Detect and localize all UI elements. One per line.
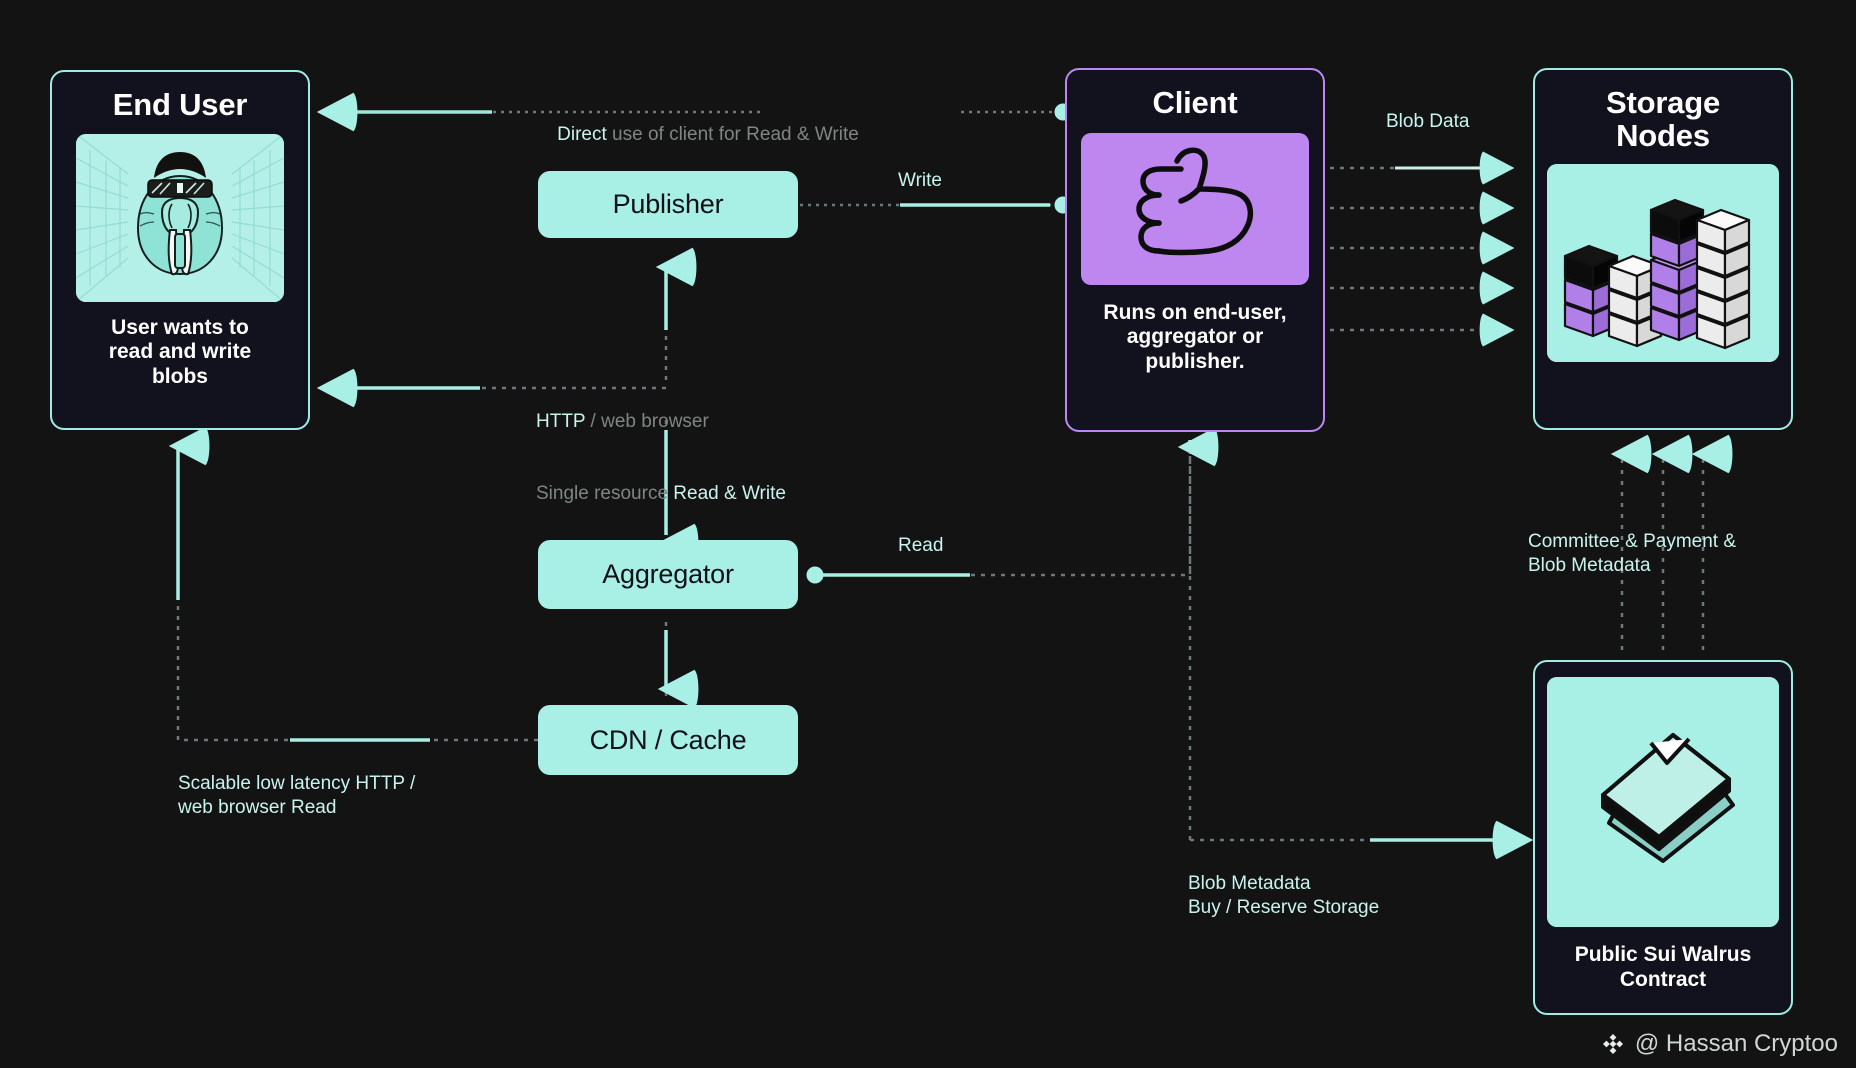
label-direct-strong: Direct [557,124,607,146]
cdn-cache-label: CDN / Cache [589,724,747,755]
card-end-user[interactable]: End User [50,70,310,430]
walrus-avatar-icon [76,133,284,302]
label-committee-payment: Committee & Payment & Blob Metadata [1528,531,1737,577]
label-direct-use: Direct use of client for Read & Write [536,102,859,169]
card-storage-nodes[interactable]: Storage Nodes [1533,68,1793,430]
contract-caption: Public Sui Walrus Contract [1574,943,1752,991]
label-read-write: Read & Write [673,483,786,505]
client-title: Client [1152,85,1238,120]
label-http-line1: HTTP / web browser [536,411,786,433]
node-cdn-cache[interactable]: CDN / Cache [538,705,798,775]
label-scalable-low-latency: Scalable low latency HTTP / web browser … [178,773,416,819]
card-client[interactable]: Client Runs on end-user, aggregator or p… [1065,68,1325,432]
label-http-strong: HTTP [536,411,586,433]
binance-diamond-icon [1600,1031,1626,1057]
label-direct-rest: use of client for Read & Write [606,124,859,146]
stacked-server-boxes-icon [1547,164,1779,363]
thumbs-up-icon [1081,132,1309,285]
diamond-glyph [1602,1034,1623,1054]
label-blob-metadata-buy: Blob Metadata Buy / Reserve Storage [1188,873,1380,919]
watermark-handle: @ Hassan Cryptoo [1634,1030,1838,1057]
thumbs-up-glyph [1136,147,1254,255]
server-stacks-illustration [1547,164,1779,363]
client-caption: Runs on end-user, aggregator or publishe… [1103,300,1287,373]
walrus-illustration [76,133,284,302]
label-http-block: HTTP / web browser Single resource Read … [536,367,786,550]
sheets-illustration [1547,677,1779,927]
aggregator-label: Aggregator [602,559,734,589]
node-aggregator[interactable]: Aggregator [538,540,798,609]
label-read: Read [898,535,944,556]
storage-nodes-title: Storage Nodes [1605,85,1721,153]
stacked-sheets-icon [1547,677,1779,927]
label-blob-data: Blob Data [1386,111,1470,132]
watermark: @ Hassan Cryptoo [1600,1030,1838,1058]
node-publisher[interactable]: Publisher [538,171,798,238]
label-single-resource: Single resource [536,483,674,505]
card-public-sui-walrus-contract[interactable]: Public Sui Walrus Contract [1533,660,1793,1015]
publisher-label: Publisher [612,189,724,219]
label-write: Write [898,170,942,191]
label-http-rest: / web browser [585,411,709,433]
end-user-title: End User [112,87,248,122]
label-http-line2: Single resource Read & Write [536,483,786,505]
end-user-caption: User wants to read and write blobs [108,315,252,388]
